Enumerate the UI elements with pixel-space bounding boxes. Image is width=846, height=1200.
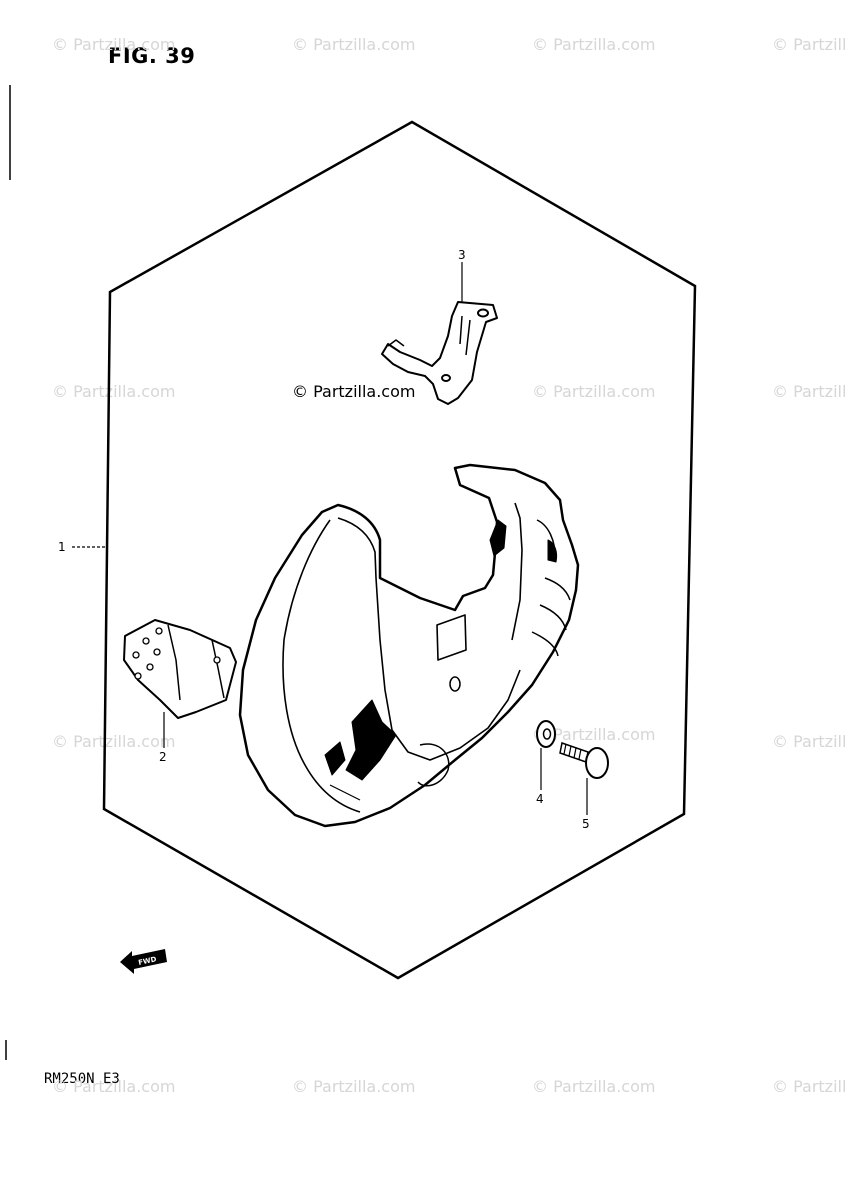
part-3-bracket (381, 301, 498, 405)
callout-2: 2 (159, 750, 167, 764)
fwd-label: FWD (138, 955, 158, 967)
watermark: © Partzilla.com (52, 1077, 175, 1096)
watermark: © Partzilla.com (532, 725, 655, 744)
watermark: © Partzilla.com (532, 35, 655, 54)
callout-1: 1 (58, 540, 66, 554)
watermark: © Partzilla.com (772, 382, 846, 401)
callout-4: 4 (536, 792, 544, 806)
watermark: © Partzilla.com (52, 732, 175, 751)
part-5-bolt (559, 742, 609, 779)
watermark: © Partzilla.com (292, 382, 415, 401)
watermark: © Partzilla.com (532, 382, 655, 401)
watermark: © Partzilla.com (292, 35, 415, 54)
part-4-washer (536, 720, 556, 748)
model-code: RM250N E3 (44, 1071, 120, 1087)
watermark: © Partzilla.com (772, 732, 846, 751)
callout-3: 3 (458, 248, 466, 262)
fwd-arrow-icon: FWD (120, 949, 167, 974)
watermark: © Partzilla.com (532, 1077, 655, 1096)
figure-title: FIG. 39 (108, 44, 196, 68)
watermark: © Partzilla.com (292, 1077, 415, 1096)
part-1-guard (238, 463, 580, 828)
watermark: © Partzilla.com (772, 35, 846, 54)
watermark: © Partzilla.com (52, 382, 175, 401)
watermark: © Partzilla.com (772, 1077, 846, 1096)
hexagon-frame (102, 120, 697, 980)
part-2-plate (123, 619, 237, 719)
watermark: © Partzilla.com (52, 35, 175, 54)
watermark-grid: © Partzilla.com © Partzilla.com © Partzi… (52, 35, 846, 1096)
callout-5: 5 (582, 817, 590, 831)
